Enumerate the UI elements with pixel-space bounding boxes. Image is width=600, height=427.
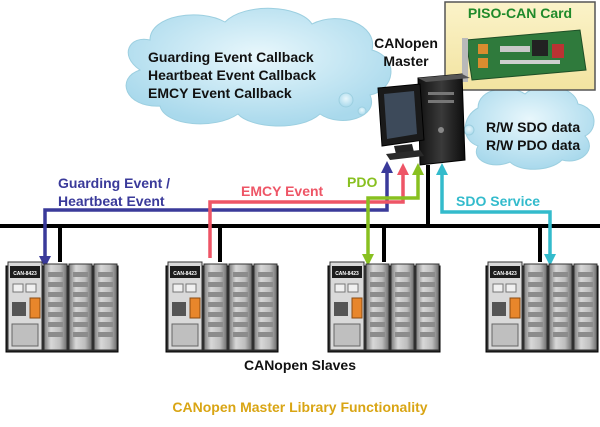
guarding-label-line2: Heartbeat Event [58,193,165,209]
pdo-label: PDO [347,174,377,190]
master-label-line2: Master [383,53,429,69]
sdo-label: SDO Service [456,193,540,209]
emcy-label: EMCY Event [241,183,324,199]
master-label-line1: CANopen [374,35,438,51]
callback-cloud: Guarding Event Callback Heartbeat Event … [125,7,392,127]
callback-line-heartbeat: Heartbeat Event Callback [148,67,316,83]
slaves-label: CANopen Slaves [244,357,356,373]
slave-model-label: CAN-8423 [13,271,37,277]
guarding-heartbeat-arrow [39,161,393,268]
guarding-label-line1: Guarding Event / [58,175,170,191]
slave-model-label: CAN-8423 [493,271,517,277]
callback-line-guarding: Guarding Event Callback [148,49,314,65]
data-line-pdo: R/W PDO data [486,137,580,153]
slave-device-2: CAN-8423 [165,261,279,353]
slave-device-3: CAN-8423 [327,261,441,353]
slave-model-label: CAN-8423 [173,271,197,277]
pdo-arrow [362,163,424,266]
slave-device-1: CAN-8423 [5,261,119,353]
piso-can-card-image [462,29,587,82]
card-label: PISO-CAN Card [468,5,572,21]
slave-devices: CAN-8423 CAN-8423 CAN-8423 CAN-8423 [5,261,599,353]
data-cloud: R/W SDO data R/W PDO data [456,85,595,170]
data-line-sdo: R/W SDO data [486,119,580,135]
master-pc-icon [377,73,470,166]
emcy-arrow [208,163,409,258]
callback-line-emcy: EMCY Event Callback [148,85,292,101]
slave-model-label: CAN-8423 [335,271,359,277]
slave-device-4: CAN-8423 [485,261,599,353]
sdo-arrow [436,163,556,266]
diagram-title: CANopen Master Library Functionality [172,399,427,415]
